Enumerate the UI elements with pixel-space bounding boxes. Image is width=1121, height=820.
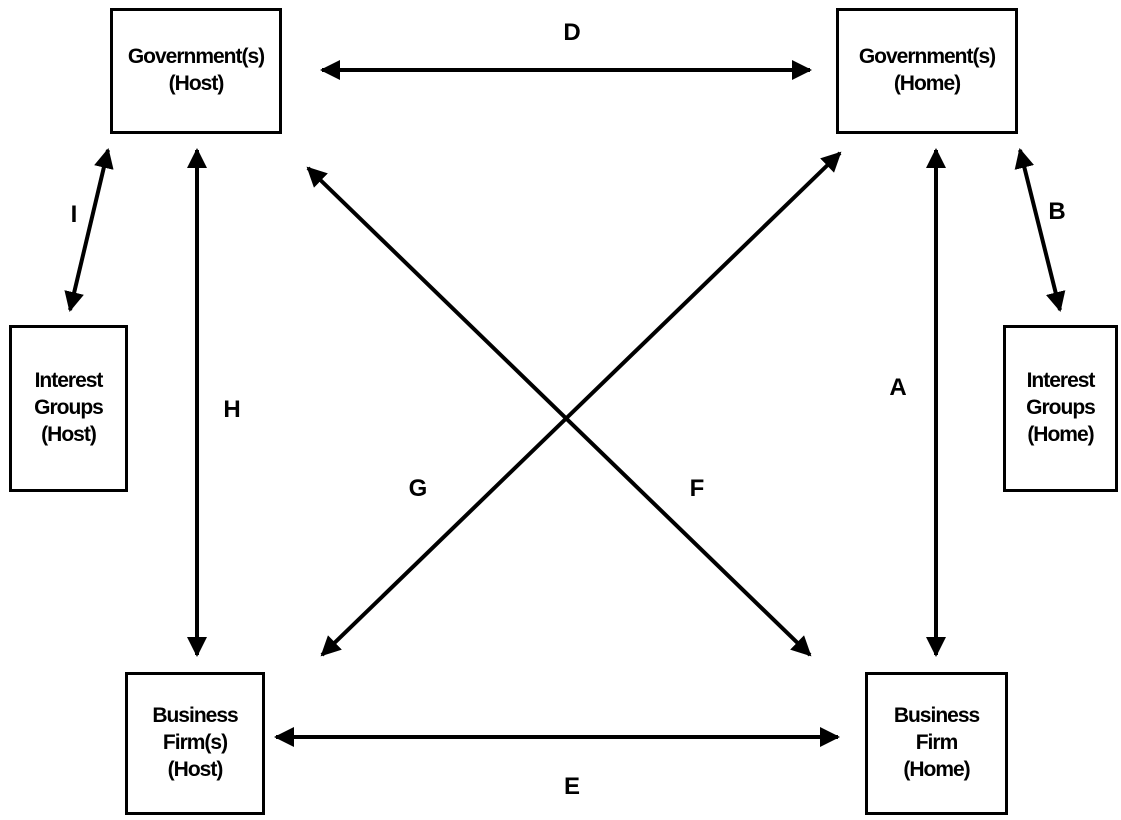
label-a: A	[889, 374, 907, 401]
label-d: D	[563, 19, 581, 46]
arrow-i	[64, 148, 114, 312]
node-government-home: Government(s) (Home)	[836, 8, 1018, 134]
node-interest-groups-host-label: Interest Groups (Host)	[34, 369, 104, 446]
node-business-firm-home: Business Firm (Home)	[865, 672, 1008, 815]
node-government-host-label: Government(s) (Host)	[127, 45, 265, 95]
node-interest-groups-home-label: Interest Groups (Home)	[1026, 369, 1096, 446]
node-interest-groups-host: Interest Groups (Host)	[9, 325, 128, 492]
label-g: G	[408, 475, 428, 502]
arrow-f	[306, 166, 812, 657]
arrow-g	[320, 151, 842, 657]
node-business-firms-host-label: Business Firm(s) (Host)	[152, 704, 238, 781]
node-business-firms-host: Business Firm(s) (Host)	[125, 672, 265, 815]
label-f: F	[689, 475, 705, 502]
node-business-firm-home-label: Business Firm (Home)	[893, 704, 980, 781]
label-b: B	[1048, 198, 1066, 225]
label-e: E	[563, 773, 581, 800]
label-i: I	[70, 201, 78, 228]
node-government-home-label: Government(s) (Home)	[858, 45, 996, 95]
arrow-b	[1014, 148, 1066, 312]
node-government-host: Government(s) (Host)	[110, 8, 282, 134]
node-interest-groups-home: Interest Groups (Home)	[1003, 325, 1118, 492]
label-h: H	[223, 396, 241, 423]
